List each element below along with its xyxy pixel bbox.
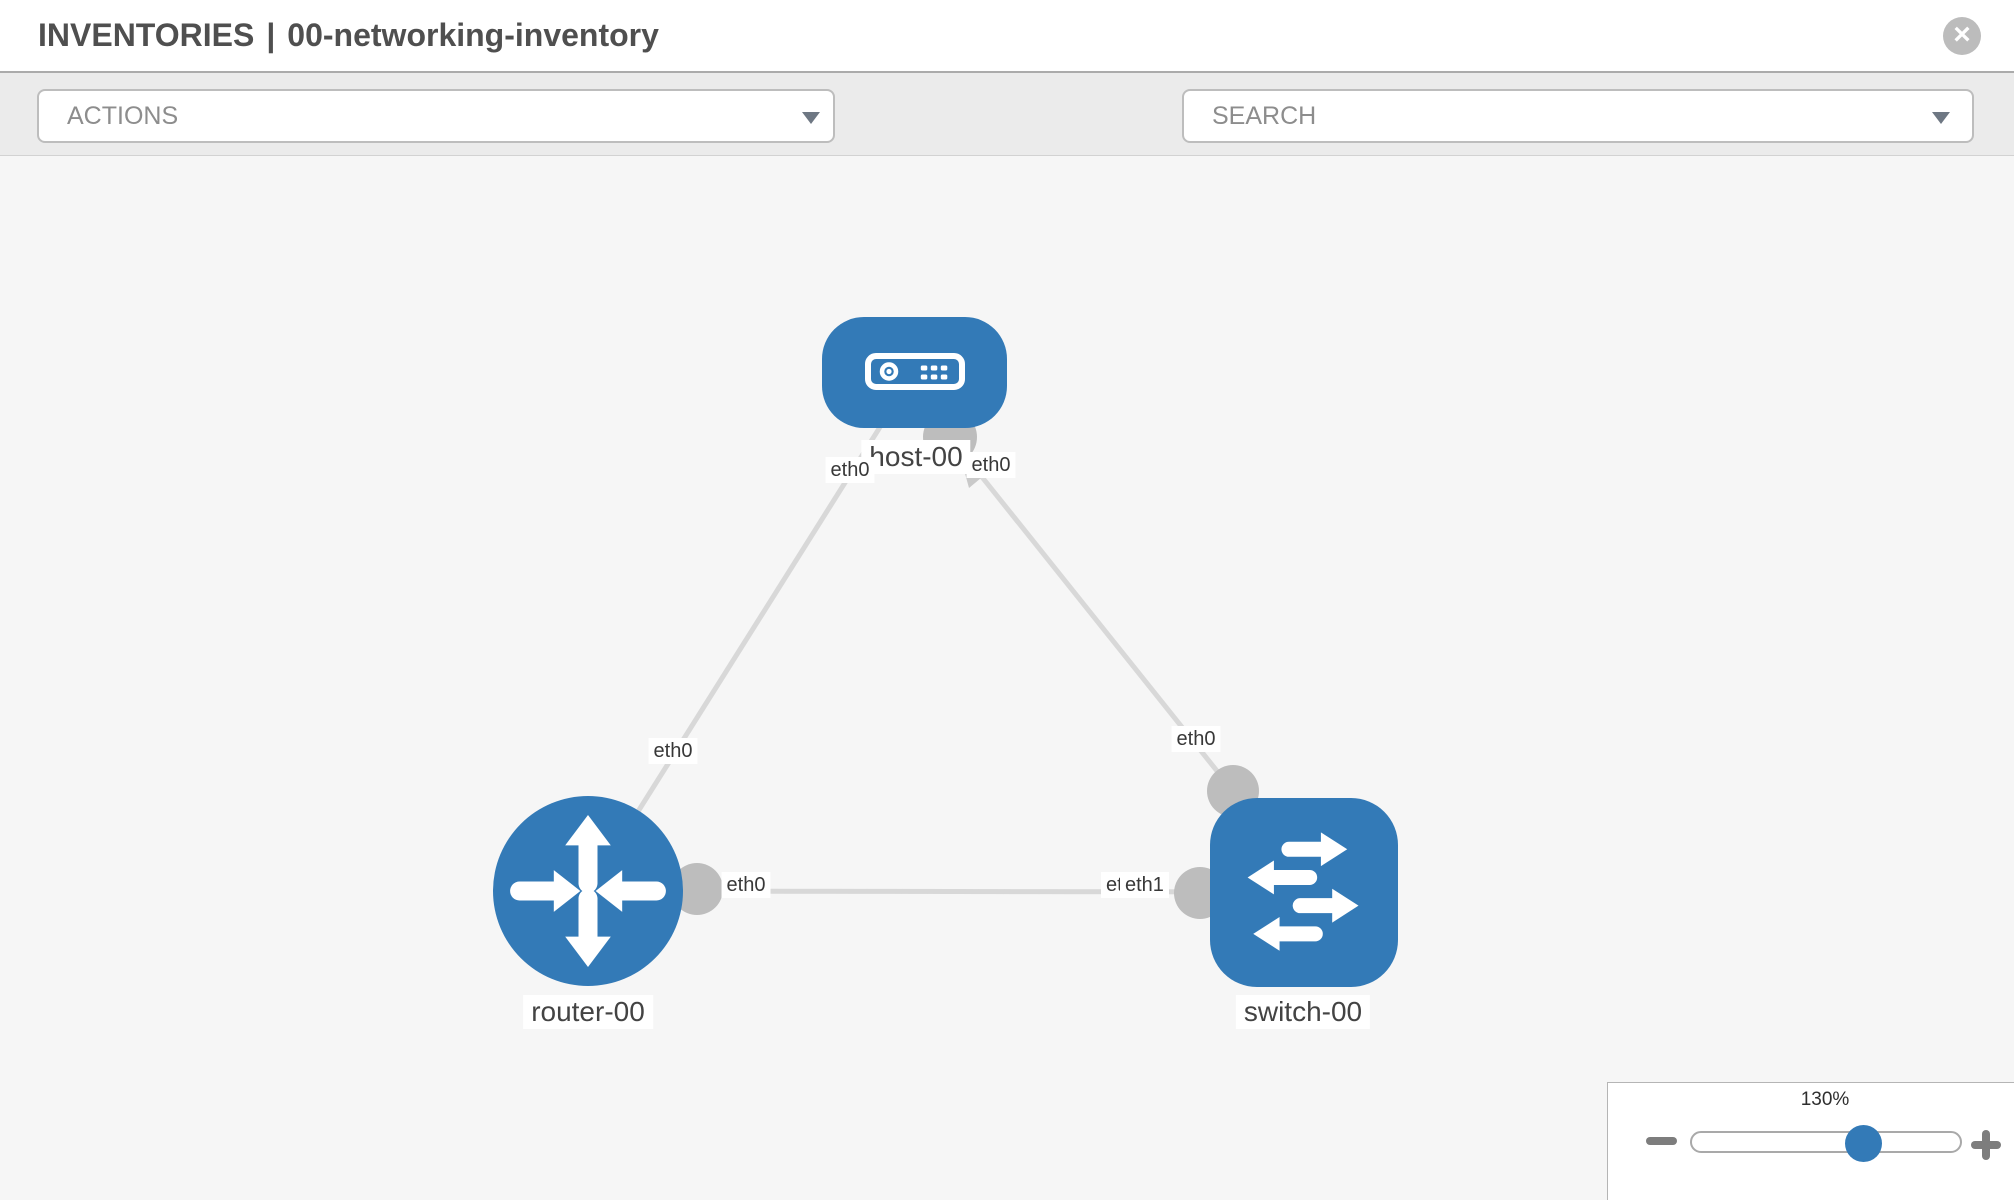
zoom-in-button[interactable] <box>1971 1130 2001 1160</box>
zoom-level-text: 130% <box>1800 1089 1850 1110</box>
inventory-name: 00-networking-inventory <box>287 17 659 53</box>
interface-connectors-group <box>671 410 1259 919</box>
zoom-panel: 130% <box>1607 1082 2014 1200</box>
search-dropdown[interactable]: SEARCH <box>1182 89 1974 143</box>
interface-label-router-to-host: eth0 <box>648 738 698 764</box>
node-label-router: router-00 <box>523 995 653 1029</box>
connector-router-eth0 <box>671 863 723 915</box>
zoom-slider-track[interactable] <box>1690 1131 1962 1153</box>
host-server-icon <box>865 353 965 390</box>
close-button[interactable]: × <box>1943 17 1981 55</box>
interface-label-switch-eth1: eth1 <box>1120 872 1169 898</box>
chevron-down-icon <box>1932 112 1950 124</box>
actions-dropdown[interactable]: ACTIONS <box>37 89 835 143</box>
close-icon: × <box>1953 18 1971 51</box>
breadcrumb-section: INVENTORIES <box>38 17 255 53</box>
interface-label-host-to-switch: eth0 <box>966 452 1016 478</box>
chevron-down-icon <box>802 112 820 124</box>
interface-label-switch-overlap: eth0 eth1 <box>1101 872 1181 898</box>
header-bar: INVENTORIES | 00-networking-inventory × <box>0 0 2014 71</box>
page-title: INVENTORIES | 00-networking-inventory <box>38 0 659 71</box>
router-icon <box>510 815 666 967</box>
node-host-00[interactable] <box>822 317 1007 428</box>
node-router-00[interactable] <box>493 796 683 986</box>
actions-dropdown-label: ACTIONS <box>67 102 179 130</box>
zoom-slider-handle[interactable] <box>1845 1125 1882 1162</box>
switch-icon <box>1247 832 1359 951</box>
node-label-host: host-00 <box>861 440 971 474</box>
node-switch-00[interactable] <box>1210 798 1398 987</box>
search-dropdown-label: SEARCH <box>1212 102 1317 130</box>
breadcrumb-separator: | <box>266 17 276 53</box>
interface-label-host-to-router: eth0 <box>825 457 875 483</box>
interface-label-switch-to-host: eth0 <box>1171 726 1221 752</box>
interface-label-router-to-switch: eth0 <box>721 872 771 898</box>
node-label-switch: switch-00 <box>1235 995 1371 1029</box>
toolbar: ACTIONS SEARCH <box>0 71 2014 156</box>
plus-icon <box>1982 1130 1990 1160</box>
topology-canvas[interactable] <box>0 156 2014 1200</box>
zoom-out-button[interactable] <box>1646 1137 1677 1145</box>
